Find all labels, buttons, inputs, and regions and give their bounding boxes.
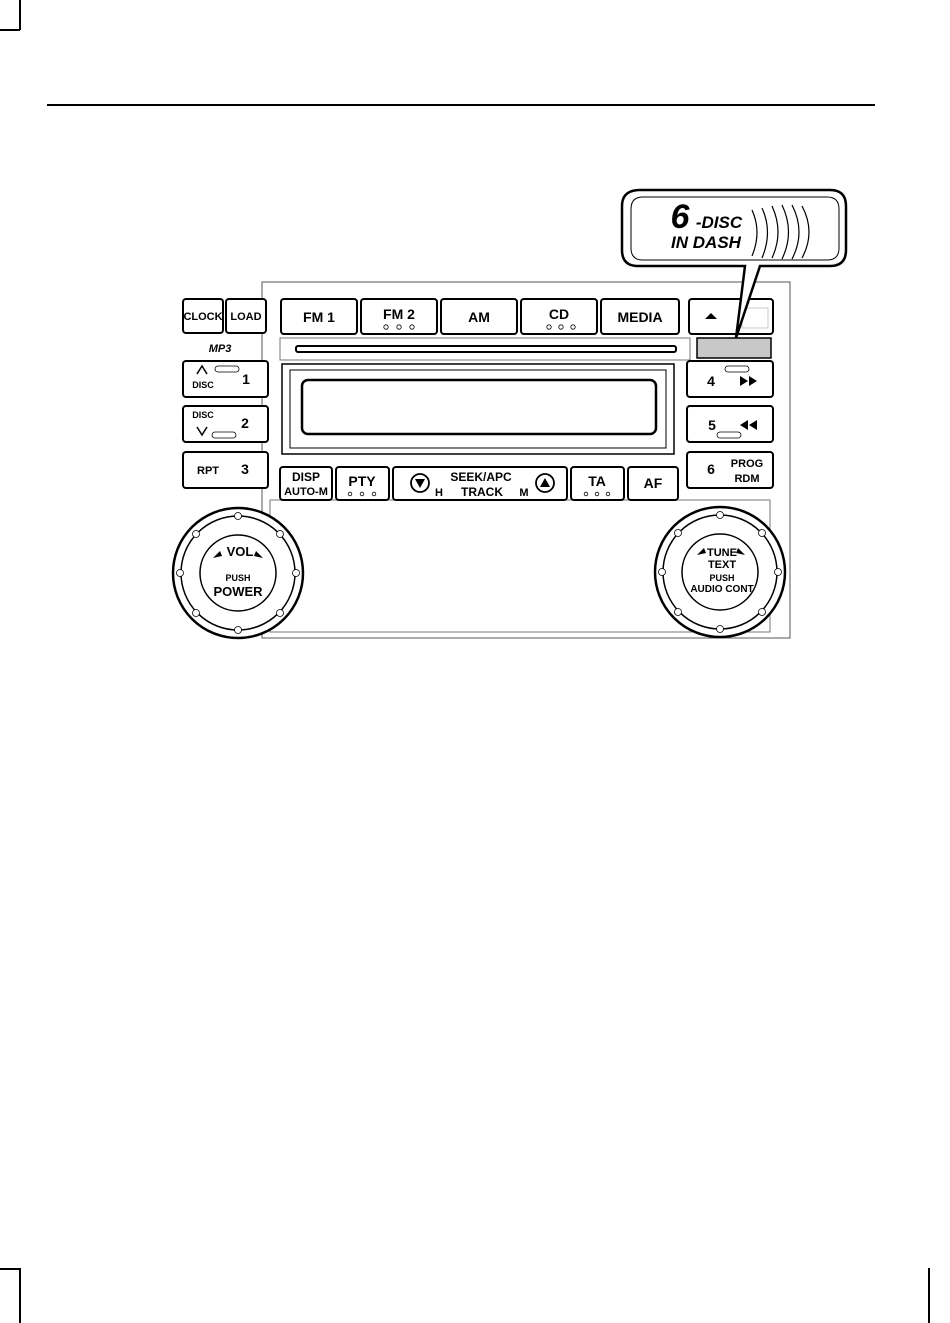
seek-apc-label: SEEK/APC [450,470,512,484]
preset-3-number: 3 [241,461,249,477]
preset-5-button[interactable]: 5 [687,406,773,442]
cd-slot[interactable] [296,346,676,352]
vol-label: VOL [227,544,254,559]
preset-5-number: 5 [708,417,716,433]
preset-4-number: 4 [707,373,715,389]
callout-line1: -DISC [696,213,743,232]
am-label: AM [468,309,490,325]
clock-button[interactable]: CLOCK [183,299,223,333]
preset-1-indicator [215,366,239,372]
af-button[interactable]: AF [628,467,678,500]
mp3-logo: MP3 [209,343,232,355]
callout-line2: IN DASH [671,233,742,252]
ta-indicator-dot [595,492,599,496]
auto-m-label: AUTO-M [284,486,328,498]
fm2-indicator-dot [410,325,414,329]
disc-indicator-panel [697,338,771,358]
seek-h-label: H [435,487,443,499]
tune-label: TUNE [707,547,737,559]
track-label: TRACK [461,485,503,499]
ta-indicator-dot [606,492,610,496]
preset-1-number: 1 [242,371,250,387]
preset-4-button[interactable]: 4 [687,361,773,397]
cd-indicator-dot [559,325,563,329]
fm2-label: FM 2 [383,306,415,322]
pty-indicator-dot [372,492,376,496]
cd-indicator-dot [571,325,575,329]
fm1-label: FM 1 [303,309,335,325]
tune-audio-knob[interactable]: TUNE TEXT PUSH AUDIO CONT [655,507,785,637]
preset-2-button[interactable]: DISC 2 [183,406,268,442]
power-label: POWER [213,584,263,599]
cd-button[interactable]: CD [521,299,597,334]
callout-number: 6 [671,198,691,236]
preset-4-indicator [725,366,749,372]
fm2-indicator-dot [384,325,388,329]
display-screen [302,380,656,434]
preset-3-sublabel: RPT [197,465,219,477]
cd-indicator-dot [547,325,551,329]
preset-5-indicator [717,432,741,438]
load-label: LOAD [230,311,261,323]
preset-1-button[interactable]: DISC 1 [183,361,268,397]
seek-m-label: M [519,487,528,499]
load-button[interactable]: LOAD [226,299,266,333]
preset-2-indicator [212,432,236,438]
pty-button[interactable]: PTY [336,467,389,500]
pty-indicator-dot [348,492,352,496]
fm1-button[interactable]: FM 1 [281,299,357,334]
volume-power-knob[interactable]: VOL PUSH POWER [173,508,303,638]
push-label-right: PUSH [709,573,734,583]
pty-label: PTY [348,473,376,489]
eject-button[interactable] [689,299,773,334]
seek-track-button[interactable]: SEEK/APC TRACK H M [393,467,567,500]
preset-1-sublabel: DISC [192,380,214,390]
fm2-button[interactable]: FM 2 [361,299,437,334]
text-label: TEXT [708,559,736,571]
clock-label: CLOCK [183,311,222,323]
pty-indicator-dot [360,492,364,496]
preset-6-button[interactable]: 6 PROG RDM [687,452,773,488]
audio-cont-label: AUDIO CONT [690,584,753,595]
cd-label: CD [549,306,569,322]
prog-label: PROG [731,458,763,470]
fm2-indicator-dot [397,325,401,329]
af-label: AF [644,475,663,491]
media-button[interactable]: MEDIA [601,299,679,334]
ta-button[interactable]: TA [571,467,624,500]
media-label: MEDIA [617,309,662,325]
ta-indicator-dot [584,492,588,496]
ta-label: TA [588,473,606,489]
disp-label: DISP [292,470,320,484]
rdm-label: RDM [734,473,759,485]
preset-3-button[interactable]: RPT 3 [183,452,268,488]
am-button[interactable]: AM [441,299,517,334]
preset-6-number: 6 [707,461,715,477]
disp-button[interactable]: DISP AUTO-M [280,467,332,500]
preset-2-number: 2 [241,415,249,431]
push-label: PUSH [225,573,250,583]
preset-2-sublabel: DISC [192,410,214,420]
